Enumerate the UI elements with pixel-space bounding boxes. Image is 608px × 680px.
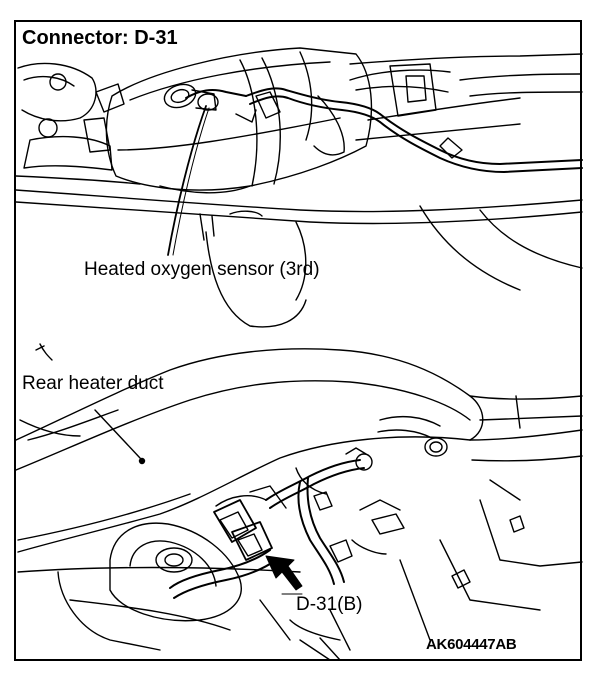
- diagram-title: Connector: D-31: [22, 27, 178, 49]
- sensor-leader-line: [167, 105, 207, 256]
- figure-code: AK604447AB: [426, 636, 517, 653]
- floor-and-tank: [17, 479, 583, 661]
- rear-heater-duct: [15, 348, 583, 553]
- sensor-label: Heated oxygen sensor (3rd): [84, 259, 320, 280]
- sensor-harness: [185, 87, 583, 173]
- oxygen-sensor-icon: [163, 83, 219, 111]
- connector-arrow-icon: [265, 555, 303, 591]
- d31-connector-icon: [169, 447, 387, 599]
- duct-label: Rear heater duct: [22, 373, 164, 394]
- exhaust-assembly: [15, 47, 583, 361]
- connector-label: D-31(B): [296, 594, 363, 615]
